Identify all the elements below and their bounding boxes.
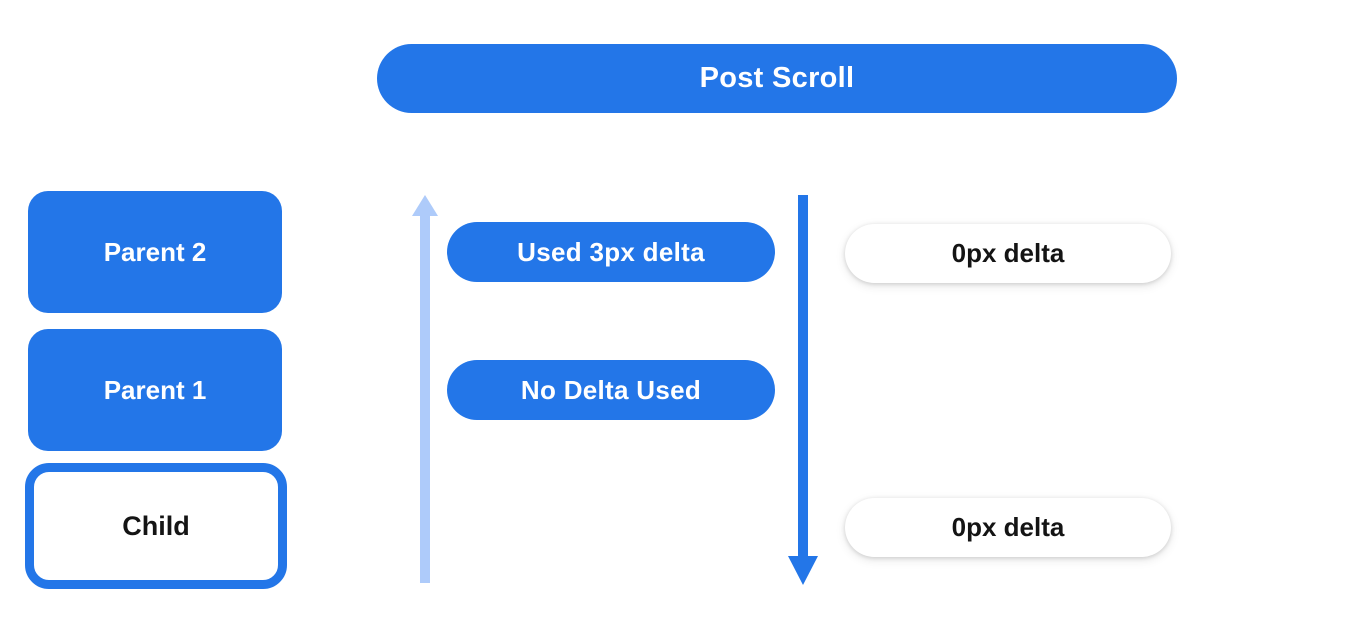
parent-1-label: Parent 1	[103, 374, 207, 405]
up-arrow-icon	[420, 214, 430, 583]
parent-2-box: Parent 2	[28, 191, 282, 313]
zero-delta-pill-bottom: 0px delta	[845, 498, 1171, 557]
post-scroll-banner: Post Scroll	[377, 44, 1177, 113]
down-arrow-icon	[798, 195, 808, 556]
used-3px-delta-label: Used 3px delta	[517, 236, 705, 267]
child-label: Child	[122, 510, 190, 541]
up-arrow-head-icon	[412, 195, 438, 216]
no-delta-used-pill: No Delta Used	[447, 360, 775, 420]
zero-delta-top-label: 0px delta	[951, 238, 1065, 268]
parent-2-label: Parent 2	[103, 236, 207, 267]
zero-delta-pill-top: 0px delta	[845, 224, 1171, 283]
no-delta-used-label: No Delta Used	[520, 374, 702, 405]
parent-1-box: Parent 1	[28, 329, 282, 451]
post-scroll-banner-label: Post Scroll	[699, 62, 855, 94]
zero-delta-bottom-label: 0px delta	[951, 512, 1065, 542]
child-box: Child	[25, 463, 287, 589]
used-3px-delta-pill: Used 3px delta	[447, 222, 775, 282]
down-arrow-head-icon	[788, 556, 818, 585]
